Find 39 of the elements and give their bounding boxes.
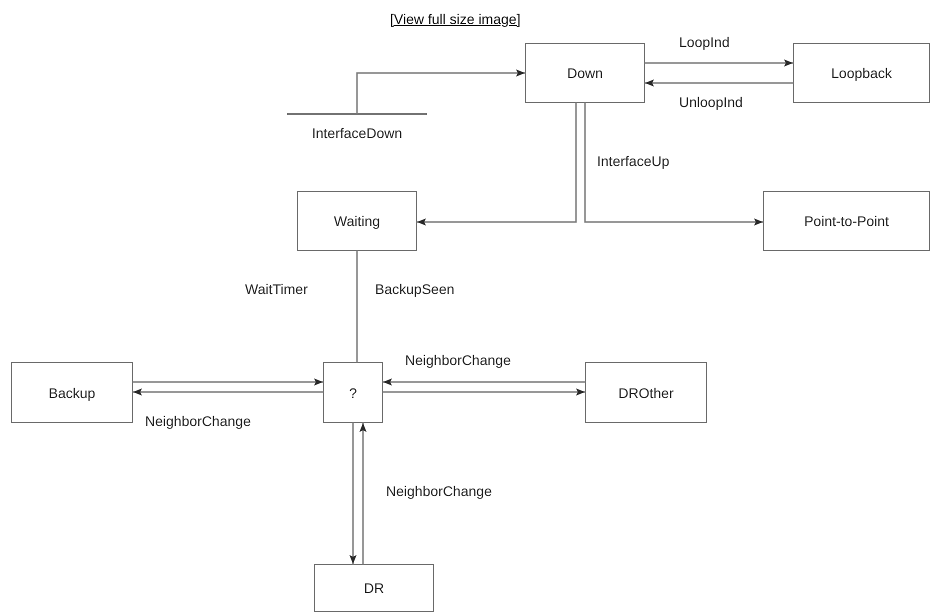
edge-label: InterfaceUp — [595, 153, 672, 169]
transition-note: BackupSeen — [373, 281, 456, 297]
state-box — [793, 43, 930, 103]
edge-label: NeighborChange — [384, 483, 494, 499]
arrow — [645, 79, 793, 87]
arrow — [584, 103, 763, 226]
edge-label: UnloopInd — [677, 94, 745, 110]
state-name: InterfaceDown — [312, 125, 402, 141]
arrow — [349, 423, 357, 564]
state-name: Point-to-Point — [804, 213, 889, 229]
state-name: Backup — [48, 384, 96, 400]
state-box — [297, 191, 417, 251]
state-box — [763, 191, 930, 251]
state-name: DROther — [618, 384, 674, 400]
arrow — [417, 103, 577, 226]
arrow — [383, 378, 585, 386]
edge-label: NeighborChange — [403, 352, 513, 368]
arrow — [645, 59, 793, 67]
arrow — [359, 423, 367, 564]
edge-label: NeighborChange — [143, 413, 253, 429]
state-name: ? — [349, 384, 357, 400]
state-box — [11, 362, 133, 423]
start-bar — [287, 113, 427, 141]
arrow — [356, 69, 525, 113]
edge-label: WaitTimer — [243, 281, 310, 297]
edge-label: LoopInd — [677, 34, 732, 50]
state-box — [314, 564, 434, 612]
state-box — [585, 362, 707, 423]
state-name: Loopback — [831, 65, 892, 81]
state-box — [323, 362, 383, 423]
state-box — [525, 43, 645, 103]
view-link: [View full size image] — [390, 11, 520, 27]
arrow — [133, 378, 323, 386]
arrow — [133, 388, 323, 396]
arrow — [383, 388, 585, 396]
state-name: Waiting — [334, 213, 380, 229]
connector-line — [356, 251, 358, 362]
state-name: DR — [364, 580, 384, 596]
state-name: Down — [567, 65, 603, 81]
